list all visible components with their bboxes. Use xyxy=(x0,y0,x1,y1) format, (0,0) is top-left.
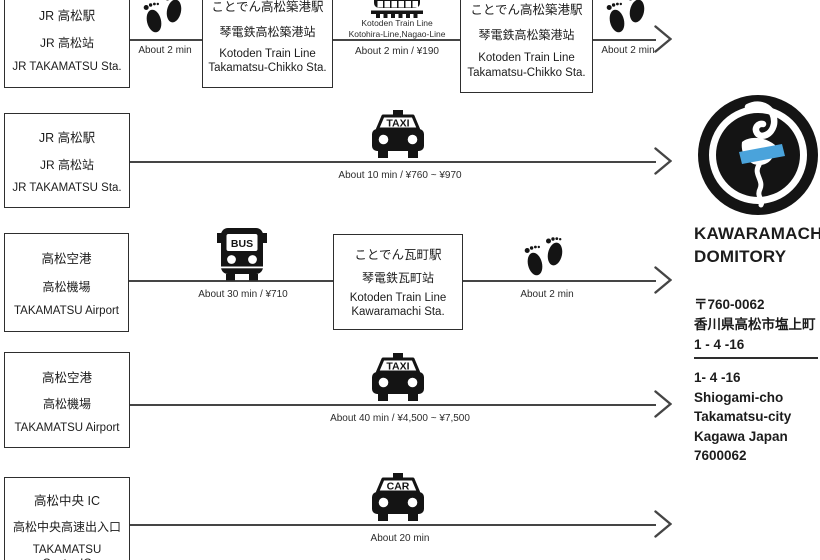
origin-box-jr-station: JR 高松駅 JR 高松站 JR TAKAMATSU Sta. xyxy=(4,113,130,208)
train-line-label-line2: Kotohira-Line,Nagao-Line xyxy=(348,29,446,40)
address-jp-line1: 香川県高松市塩上町 xyxy=(694,317,816,332)
station-name-ja: ことでん瓦町駅 xyxy=(354,248,442,263)
station-box-takamatsu-chikko-2: ことでん高松築港駅 琴電鉄高松築港站 Kotoden Train Line Ta… xyxy=(460,0,593,93)
origin-name-zh: 高松中央高速出入口 xyxy=(12,519,121,534)
station-name-ja: ことでん高松築港駅 xyxy=(470,3,583,18)
taxi-icon: TAXI xyxy=(372,110,424,158)
station-name-en-line1: Kotoden Train Line xyxy=(349,291,447,304)
origin-name-en: TAKAMATSU Center IC xyxy=(33,543,102,560)
station-name-ja: ことでん高松築港駅 xyxy=(211,0,324,15)
postal-code-jp: 〒760-0062 xyxy=(694,297,765,312)
segment-caption-taxi: About 40 min / ¥4,500 ~ ¥7,500 xyxy=(330,413,470,424)
origin-name-en: TAKAMATSU Airport xyxy=(13,304,119,317)
station-name-zh: 琴電鉄高松築港站 xyxy=(219,24,316,39)
address-en-line4: Kagawa Japan xyxy=(694,428,788,444)
route-line xyxy=(130,39,202,41)
station-name-en: Kotoden Train Line Kawaramachi Sta. xyxy=(350,291,447,320)
origin-box-jr-station: JR 高松駅 JR 高松站 JR TAKAMATSU Sta. xyxy=(4,0,130,88)
origin-box-airport: 高松空港 高松機場 TAKAMATSU Airport xyxy=(4,233,129,332)
origin-box-center-ic: 高松中央 IC 高松中央高速出入口 TAKAMATSU Center IC xyxy=(4,477,130,560)
segment-caption-car: About 20 min xyxy=(370,533,430,544)
origin-box-airport: 高松空港 高松機場 TAKAMATSU Airport xyxy=(4,352,130,448)
station-name-zh: 琴電鉄高松築港站 xyxy=(478,28,575,43)
arrow-head-icon xyxy=(654,390,672,418)
route-line xyxy=(333,39,460,41)
station-name-en: Kotoden Train Line Takamatsu-Chikko Sta. xyxy=(467,51,585,80)
segment-caption-bus: About 30 min / ¥710 xyxy=(198,289,288,300)
address-en-line5: 7600062 xyxy=(694,448,747,463)
station-box-kawaramachi: ことでん瓦町駅 琴電鉄瓦町站 Kotoden Train Line Kawara… xyxy=(333,234,463,330)
taxi-sign-text: TAXI xyxy=(386,361,409,373)
address-japanese: 〒760-0062 香川県高松市塩上町 1 - 4 -16 xyxy=(694,295,816,355)
address-en-line3: Takamatsu-city xyxy=(694,409,792,424)
station-name-en: Kotoden Train Line Takamatsu-Chikko Sta. xyxy=(208,47,326,76)
car-icon: CAR xyxy=(372,473,424,521)
address-en-line2: Shiogami-cho xyxy=(694,389,784,405)
bus-icon: BUS xyxy=(217,228,267,281)
segment-caption-taxi: About 10 min / ¥760 ~ ¥970 xyxy=(338,170,462,181)
origin-name-zh: 高松機場 xyxy=(42,279,91,294)
origin-name-ja: JR 高松駅 xyxy=(38,131,96,146)
footprints-icon xyxy=(143,0,182,33)
brand-name-line2: DOMITORY xyxy=(694,247,787,266)
route-line xyxy=(593,39,656,41)
route-line xyxy=(463,280,656,282)
origin-name-ja: JR 高松駅 xyxy=(38,9,96,23)
arrow-head-icon xyxy=(654,510,672,538)
logo-blue-band xyxy=(739,144,785,164)
kawaramachi-logo-icon xyxy=(698,95,818,215)
arrow-head-icon xyxy=(654,147,672,175)
origin-name-en-line1: TAKAMATSU xyxy=(32,543,102,556)
address-divider xyxy=(694,357,818,359)
station-name-en-line2: Takamatsu-Chikko Sta. xyxy=(467,66,586,79)
origin-name-ja: 高松空港 xyxy=(41,370,92,385)
car-sign-text: CAR xyxy=(387,481,410,493)
address-en-line1: 1- 4 -16 xyxy=(694,370,741,385)
route-line xyxy=(129,280,333,282)
brand-name-line1: KAWARAMACHI xyxy=(694,224,820,243)
station-name-en-line2: Kawaramachi Sta. xyxy=(351,306,445,319)
origin-name-en: JR TAKAMATSU Sta. xyxy=(12,61,122,73)
origin-name-en: JR TAKAMATSU Sta. xyxy=(12,181,122,194)
station-name-en-line1: Kotoden Train Line xyxy=(478,52,575,65)
route-line xyxy=(130,161,656,163)
arrow-head-icon xyxy=(654,25,672,53)
route-line xyxy=(130,404,656,406)
segment-caption-walk: About 2 min xyxy=(601,45,655,56)
route-line xyxy=(130,524,656,526)
origin-name-ja: 高松中央 IC xyxy=(34,494,100,509)
origin-name-ja: 高松空港 xyxy=(41,252,92,267)
taxi-sign-text: TAXI xyxy=(386,118,409,130)
origin-name-zh: JR 高松站 xyxy=(39,36,94,50)
origin-name-en-line2: Center IC xyxy=(33,557,102,560)
segment-caption-train: About 2 min / ¥190 xyxy=(355,46,439,57)
train-line-label: Kotoden Train Line Kotohira-Line,Nagao-L… xyxy=(332,18,462,40)
segment-caption-walk: About 2 min xyxy=(520,289,574,300)
train-line-label-line1: Kotoden Train Line xyxy=(361,18,433,28)
origin-name-zh: 高松機場 xyxy=(42,397,91,411)
arrow-head-icon xyxy=(654,266,672,294)
origin-name-en: TAKAMATSU Airport xyxy=(14,421,120,434)
origin-name-zh: JR 高松站 xyxy=(39,157,94,172)
station-box-takamatsu-chikko: ことでん高松築港駅 琴電鉄高松築港站 Kotoden Train Line Ta… xyxy=(202,0,333,88)
station-name-zh: 琴電鉄瓦町站 xyxy=(361,270,434,285)
address-jp-line2: 1 - 4 -16 xyxy=(694,337,745,352)
address-english: 1- 4 -16 Shiogami-cho Takamatsu-city Kag… xyxy=(694,368,791,466)
station-name-en-line2: Takamatsu-Chikko Sta. xyxy=(208,62,327,75)
bus-sign-text: BUS xyxy=(231,238,253,250)
footprints-icon xyxy=(524,237,563,276)
footprints-icon xyxy=(606,0,645,33)
train-icon xyxy=(371,0,423,18)
station-name-en-line1: Kotoden Train Line xyxy=(219,47,316,60)
segment-caption-walk: About 2 min xyxy=(138,45,192,56)
taxi-icon: TAXI xyxy=(372,353,424,401)
